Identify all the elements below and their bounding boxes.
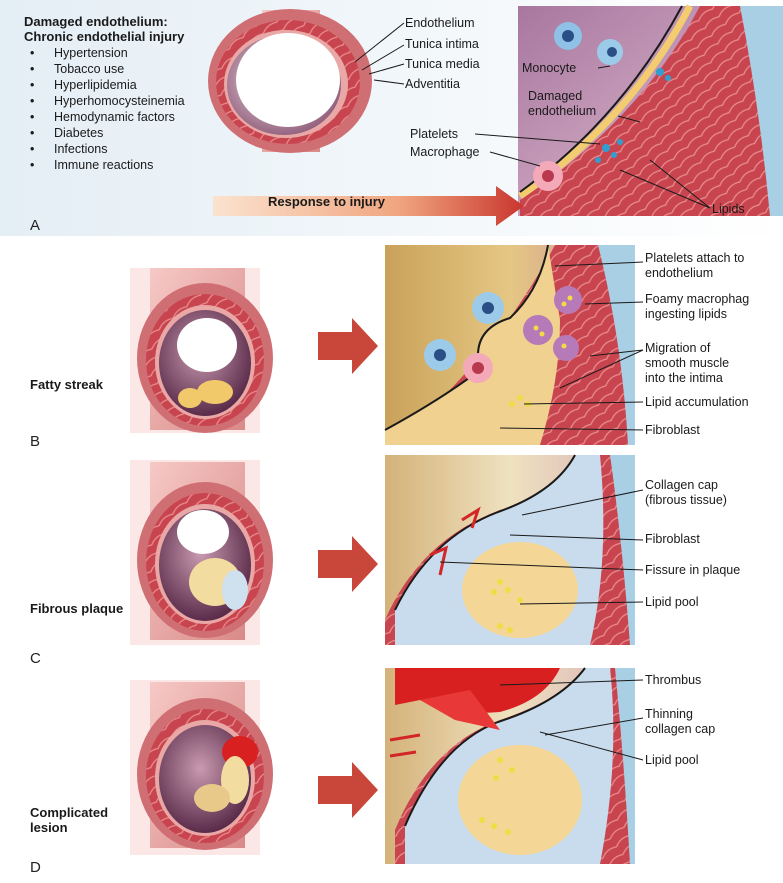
label-b-0: Platelets attach to <box>645 251 744 266</box>
panel-letter-c: C <box>30 651 41 666</box>
label-monocyte: Monocyte <box>522 61 576 76</box>
label-tunica-intima: Tunica intima <box>405 37 479 52</box>
label-c-1: (fibrous tissue) <box>645 493 727 508</box>
risk-factor: Diabetes <box>26 125 185 141</box>
label-tunica-media: Tunica media <box>405 57 480 72</box>
label-damaged-line1: Damaged <box>528 89 582 104</box>
artery-cross-section-b <box>130 268 273 433</box>
risk-factor: Hypertension <box>26 45 185 61</box>
label-b-5: smooth muscle <box>645 356 729 371</box>
label-b-8: Fibroblast <box>645 423 700 438</box>
stage-complicated-line1: Complicated <box>30 805 108 820</box>
label-c-4: Lipid pool <box>645 595 699 610</box>
label-d-1: Thinning <box>645 707 693 722</box>
label-d-0: Thrombus <box>645 673 701 688</box>
label-macrophage: Macrophage <box>410 145 480 160</box>
label-platelets: Platelets <box>410 127 458 142</box>
risk-factor: Infections <box>26 141 185 157</box>
risk-factor: Hyperhomocysteinemia <box>26 93 185 109</box>
progression-arrows <box>318 318 378 818</box>
label-c-2: Fibroblast <box>645 532 700 547</box>
closeup-d <box>385 668 635 864</box>
label-c-3: Fissure in plaque <box>645 563 740 578</box>
stage-complicated-line2: lesion <box>30 820 68 835</box>
closeup-c <box>385 455 635 645</box>
label-endothelium: Endothelium <box>405 16 475 31</box>
label-lipids: Lipids <box>712 202 745 217</box>
artery-cross-section-c <box>130 460 273 645</box>
stage-fatty-streak: Fatty streak <box>30 377 103 392</box>
panel-letter-d: D <box>30 860 41 875</box>
response-arrow-label: Response to injury <box>268 194 385 209</box>
artery-cross-section-d <box>130 680 273 855</box>
label-b-4: Migration of <box>645 341 710 356</box>
label-b-7: Lipid accumulation <box>645 395 749 410</box>
panel-letter-a: A <box>30 218 40 233</box>
label-d-2: collagen cap <box>645 722 715 737</box>
panel-letter-b: B <box>30 434 40 449</box>
risk-factor: Tobacco use <box>26 61 185 77</box>
stage-fibrous-plaque: Fibrous plaque <box>30 601 123 616</box>
label-b-3: ingesting lipids <box>645 307 727 322</box>
panel-a-heading-line2: Chronic endothelial injury <box>24 29 184 44</box>
panel-a-heading-line1: Damaged endothelium: <box>24 14 168 29</box>
risk-factor: Hyperlipidemia <box>26 77 185 93</box>
artery-cross-section-a <box>208 9 372 153</box>
label-damaged-line2: endothelium <box>528 104 596 119</box>
label-adventitia: Adventitia <box>405 77 460 92</box>
risk-factor: Hemodynamic factors <box>26 109 185 125</box>
label-b-1: endothelium <box>645 266 713 281</box>
risk-factor: Immune reactions <box>26 157 185 173</box>
label-c-0: Collagen cap <box>645 478 718 493</box>
risk-factor-list: Hypertension Tobacco use Hyperlipidemia … <box>26 45 185 173</box>
label-b-2: Foamy macrophag <box>645 292 749 307</box>
label-b-6: into the intima <box>645 371 723 386</box>
label-d-3: Lipid pool <box>645 753 699 768</box>
closeup-b <box>385 245 635 445</box>
